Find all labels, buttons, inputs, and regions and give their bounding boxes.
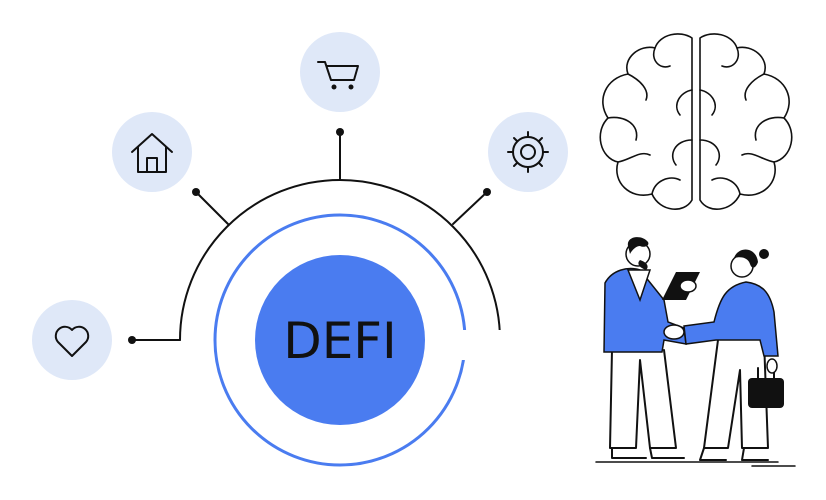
house-icon: [112, 112, 192, 192]
heart-icon: [32, 300, 112, 380]
handshake-people: [595, 237, 796, 467]
connectors: [128, 128, 491, 344]
defi-circle: [255, 255, 425, 425]
man-figure: [603, 237, 700, 459]
woman-figure: [663, 249, 784, 461]
defi-hub: DEFI: [179, 179, 501, 467]
defi-label: DEFI: [283, 312, 397, 370]
shopping-cart-icon: [300, 32, 380, 112]
gear-icon: [488, 112, 568, 192]
handshake-icon: [663, 324, 685, 340]
briefcase-icon: [748, 378, 784, 408]
brain-icon: [599, 33, 793, 210]
